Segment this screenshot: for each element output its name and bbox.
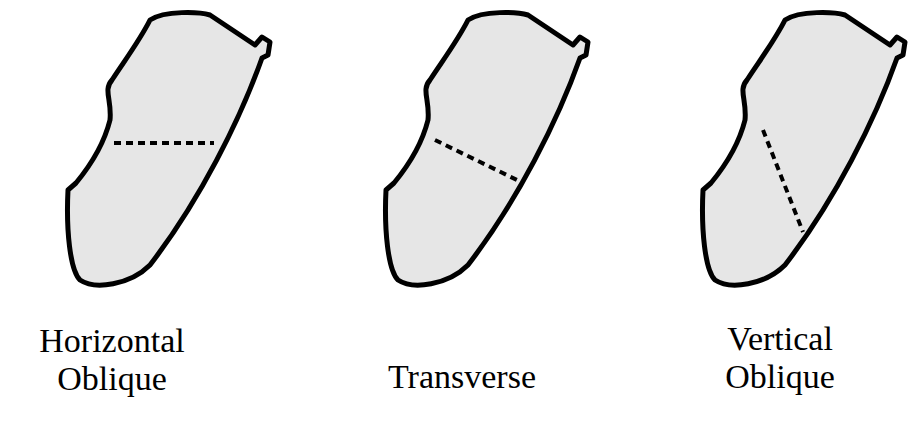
bone-outline — [68, 13, 271, 285]
cut-label: Horizontal Oblique — [5, 322, 220, 398]
cut-label: Vertical Oblique — [693, 320, 868, 396]
bone-outline — [703, 13, 906, 285]
bone-outline — [386, 13, 589, 285]
cut-label: Transverse — [388, 358, 536, 396]
